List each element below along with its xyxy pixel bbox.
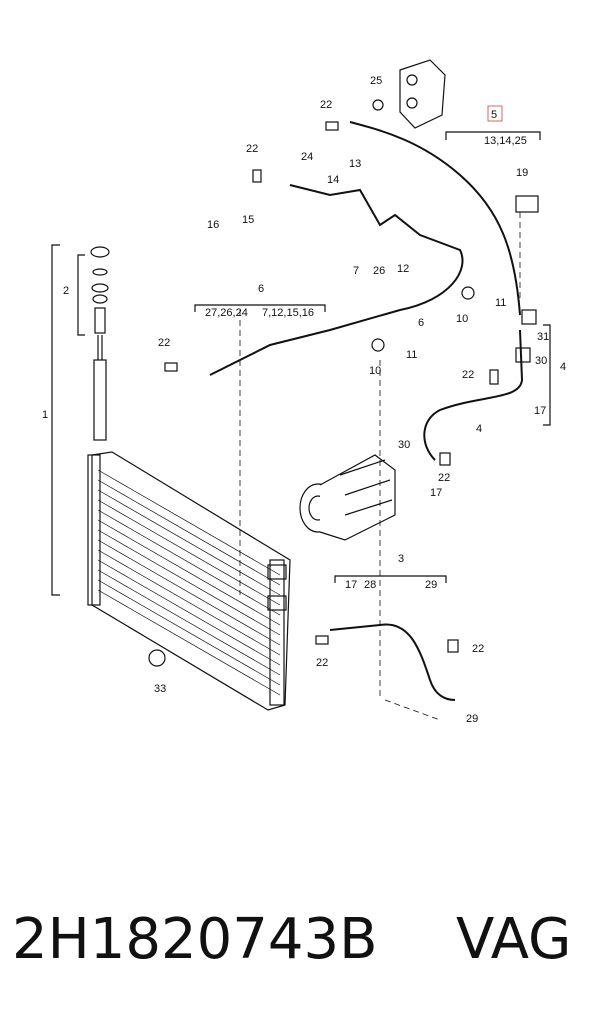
callout-25: 25 [370, 75, 382, 87]
callout-6b: 6 [418, 317, 424, 329]
callout-6-sub2: 7,12,15,16 [262, 307, 314, 319]
callout-28: 28 [364, 579, 376, 591]
callout-5: 5 [491, 109, 497, 121]
bracket-6 [194, 304, 326, 312]
callout-10b: 10 [369, 365, 381, 377]
callout-2: 2 [63, 285, 69, 297]
callout-17b: 17 [430, 487, 442, 499]
fitting-30 [515, 347, 531, 363]
callout-22d: 22 [462, 369, 474, 381]
bolts [164, 121, 499, 653]
callout-29a: 29 [425, 579, 437, 591]
callout-5-sub: 13,14,25 [484, 135, 527, 147]
callout-19: 19 [516, 167, 528, 179]
callout-4b: 4 [476, 423, 482, 435]
callout-13: 13 [349, 158, 361, 170]
callout-6a: 6 [258, 283, 264, 295]
callout-22b: 22 [246, 143, 258, 155]
callout-33: 33 [154, 683, 166, 695]
callout-1: 1 [42, 409, 48, 421]
callout-22e: 22 [438, 472, 450, 484]
callout-17c: 17 [345, 579, 357, 591]
callout-11b: 11 [406, 349, 417, 361]
callout-30a: 30 [398, 439, 410, 451]
condenser [87, 451, 291, 711]
callout-26: 26 [373, 265, 385, 277]
brand-label: VAG [456, 907, 571, 972]
callout-29b: 29 [466, 713, 478, 725]
bracket-2 [77, 254, 85, 336]
receiver-drier [90, 246, 110, 441]
compressor [299, 454, 396, 541]
bracket-5 [445, 131, 541, 140]
mount-upper [267, 564, 287, 580]
callout-30b: 30 [535, 355, 547, 367]
bracket-10-upper [461, 286, 475, 300]
pipes [209, 121, 524, 701]
callout-3: 3 [398, 553, 404, 565]
bracket-1 [51, 244, 60, 596]
bracket-10-lower [371, 338, 385, 352]
callout-22a: 22 [320, 99, 332, 111]
callout-7: 7 [353, 265, 359, 277]
callout-12: 12 [397, 263, 409, 275]
clip-19 [515, 195, 539, 213]
callout-4a: 4 [560, 361, 566, 373]
callout-14: 14 [327, 174, 339, 186]
seal-25 [372, 99, 384, 111]
mount-lower [267, 595, 287, 611]
sensor-33 [148, 649, 166, 667]
callout-22f: 22 [316, 657, 328, 669]
callout-15: 15 [242, 214, 254, 226]
callout-17a: 17 [534, 405, 546, 417]
highlight-box [487, 105, 503, 122]
callout-31: 31 [537, 331, 549, 343]
bracket-3 [334, 575, 447, 583]
callout-6-sub1: 27,26,24 [205, 307, 248, 319]
callout-16: 16 [207, 219, 219, 231]
callout-10a: 10 [456, 313, 468, 325]
fitting-31 [521, 309, 537, 325]
part-number: 2H1820743B [12, 907, 378, 972]
callout-11a: 11 [495, 297, 506, 309]
part-number-footer: 2H1820743B VAG [12, 907, 571, 972]
ac-system-exploded-diagram: 1 2 3 4 4 5 13,14,25 6 6 27,26,24 7,12,1… [42, 59, 566, 725]
callout-22g: 22 [472, 643, 484, 655]
expansion-valve [399, 59, 446, 129]
callout-24: 24 [301, 151, 313, 163]
callout-22c: 22 [158, 337, 170, 349]
bracket-4 [543, 324, 551, 426]
